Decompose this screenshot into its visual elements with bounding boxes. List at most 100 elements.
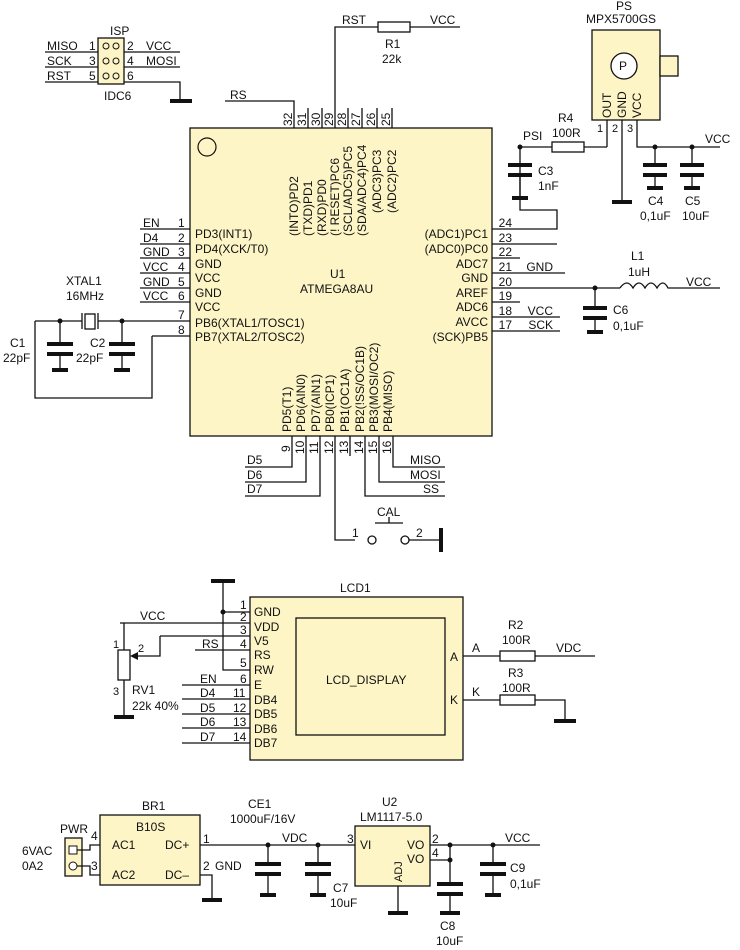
caps-c4-c5[interactable]: VCC C4 0,1uF C5 10uF — [640, 132, 731, 223]
pin-number: 7 — [178, 308, 185, 322]
caps-ce1-c7[interactable]: CE1 1000uF/16V VDC C7 10uF — [230, 797, 357, 910]
c2-ref: C2 — [90, 336, 106, 350]
pin-number: 8 — [178, 323, 185, 337]
r3-ref: R3 — [508, 666, 524, 680]
pin-number: 2 — [432, 832, 439, 846]
u1-part: ATMEGA8AU — [300, 282, 373, 296]
net-label: VCC — [505, 831, 531, 845]
l1-value: 1uH — [628, 265, 650, 279]
isp-ref: ISP — [110, 24, 129, 38]
pin-name: E — [254, 678, 262, 692]
pin-name: (RXD)PD0 — [315, 179, 329, 236]
lcd-display-label: LCD_DISPLAY — [326, 673, 406, 687]
resistor-r1[interactable]: RST VCC R1 22k — [334, 13, 460, 128]
c5-ref: C5 — [685, 194, 701, 208]
caps-c8-c9[interactable]: C8 10uF C9 0,1uF — [436, 842, 541, 949]
pin-number: 9 — [279, 445, 293, 452]
net-label: SS — [423, 482, 439, 496]
pin-number: 2 — [240, 610, 247, 624]
isp-pin: 6 — [127, 69, 134, 83]
pin-number: 17 — [499, 318, 513, 332]
pin-number: 13 — [233, 715, 247, 729]
pin-name: VDD — [254, 620, 280, 634]
pin-number: 5 — [240, 656, 247, 670]
ce1-ref: CE1 — [248, 797, 272, 811]
pin-name: DB4 — [254, 693, 278, 707]
cal-button[interactable]: CAL 1 2 — [352, 505, 443, 552]
c9-ref: C9 — [510, 861, 526, 875]
resistor-r2[interactable]: R2 100R VDC — [499, 618, 582, 662]
isp-footprint: IDC6 — [104, 89, 132, 103]
ps-pin: 2 — [612, 123, 618, 135]
net-label: D5 — [200, 701, 216, 715]
pwr-ref: PWR — [60, 822, 88, 836]
pressure-sensor[interactable]: P PS MPX5700GS OUT GND VCC 1 2 3 — [586, 0, 720, 204]
isp-net: RST — [47, 69, 72, 83]
pin-name: DC+ — [165, 838, 189, 852]
pwr-spec: 0A2 — [22, 859, 44, 873]
pin-number: 14 — [352, 440, 366, 454]
pin-name: (ADC1)PC1 — [425, 227, 489, 241]
pin-number: 20 — [499, 275, 513, 289]
xtal1-ref: XTAL1 — [66, 274, 102, 288]
pin-number: 2 — [178, 231, 185, 245]
ps-symbol: P — [619, 59, 627, 73]
pin-number: 4 — [178, 260, 185, 274]
pin-number: 5 — [178, 275, 185, 289]
isp-pin: 3 — [89, 54, 96, 68]
net-label: D7 — [247, 482, 263, 496]
net-label: MISO — [410, 453, 441, 467]
pin-number: 6 — [178, 289, 185, 303]
pin-number: 1 — [178, 216, 185, 230]
pin-name: GND — [254, 605, 281, 619]
lcd-ref: LCD1 — [340, 581, 371, 595]
pin-number: 30 — [309, 112, 323, 126]
pin-number: 16 — [380, 440, 394, 454]
u2-part: LM1117-5.0 — [360, 810, 423, 824]
potentiometer-rv1[interactable]: 1 2 3 RV1 22k 40% — [113, 623, 179, 719]
aref-filter[interactable]: L1 1uH VCC C6 0,1uF — [583, 249, 720, 334]
net-label: A — [472, 641, 480, 655]
pin-name: PD6(AIN0) — [294, 374, 308, 432]
c6-ref: C6 — [613, 303, 629, 317]
pin-number: 1 — [113, 639, 119, 651]
c8-value: 10uF — [436, 934, 463, 948]
net-label: VCC — [686, 275, 712, 289]
psi-network[interactable]: PSI R4 100R C3 1nF — [492, 111, 607, 245]
psi-net: PSI — [523, 129, 542, 143]
ce1-value: 1000uF/16V — [230, 812, 295, 826]
pin-number: 4 — [91, 829, 98, 843]
regulator-u2[interactable]: U2 LM1117-5.0 VI VO VO ADJ 3 2 4 VCC — [347, 795, 540, 915]
net-label: GND — [526, 260, 553, 274]
pin-name: VO — [407, 838, 424, 852]
bridge-rectifier-br1[interactable]: BR1 B10S AC1 AC2 DC+ DC– 4 3 1 2 GND — [91, 799, 355, 902]
r4-ref: R4 — [558, 111, 574, 125]
net-label: SCK — [528, 318, 553, 332]
pin-number: 12 — [233, 701, 247, 715]
pwr-connector[interactable]: PWR 6VAC 0A2 — [22, 822, 100, 877]
pin-name: (ADC2)PC2 — [385, 149, 399, 213]
pin-name: GND — [195, 257, 222, 271]
resistor-r3[interactable]: R3 100R — [499, 666, 536, 706]
pin-name: (! RESET)PC6 — [328, 158, 342, 236]
r1-net: RST — [342, 13, 367, 27]
rv1-ref: RV1 — [132, 683, 155, 697]
pin-name: (SCK)PB5 — [433, 330, 489, 344]
rv1-value: 22k 40% — [132, 699, 179, 713]
crystal-circuit[interactable]: XTAL1 16MHz C1 22pF C2 22pF — [3, 274, 153, 399]
pin-number: 25 — [379, 112, 393, 126]
u1-top-pins: 32(INTO)PD2 31(TXD)PD1 30(RXD)PD0 29(! R… — [281, 112, 399, 236]
pin-number: 22 — [499, 245, 513, 259]
vcc-label: VCC — [705, 132, 731, 146]
isp-header[interactable]: ISP IDC6 MISO 1 SCK 3 RST 5 2 VCC 4 MOSI… — [45, 24, 192, 103]
pin-name: PB1(OC1A) — [338, 369, 352, 432]
pin-name: RS — [254, 648, 271, 662]
pin-number: 2 — [416, 526, 423, 540]
pin-number: 4 — [432, 846, 439, 860]
net-label: EN — [200, 672, 217, 686]
pin-name: DC– — [165, 868, 189, 882]
l1-ref: L1 — [631, 249, 645, 263]
